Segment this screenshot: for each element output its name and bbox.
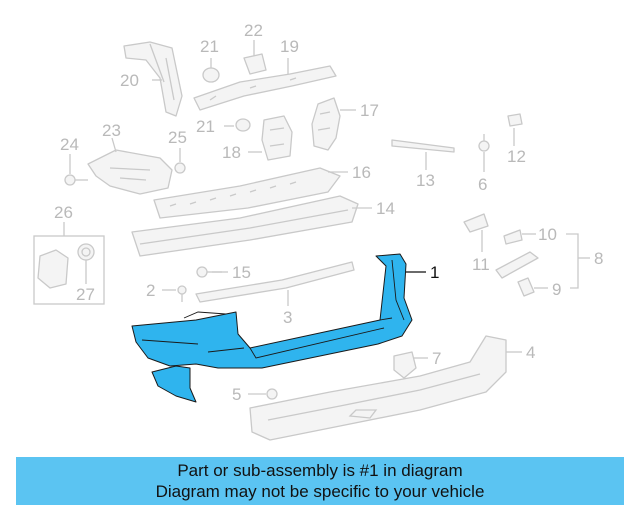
callout-2: 2 xyxy=(146,281,155,300)
callout-5: 5 xyxy=(232,385,241,404)
callout-23: 23 xyxy=(102,121,121,140)
part-16-absorber xyxy=(153,167,341,219)
bracket-8 xyxy=(566,233,590,289)
callout-18: 18 xyxy=(222,143,241,162)
callout-13: 13 xyxy=(416,171,435,190)
part-7-bracket xyxy=(393,351,417,379)
part-13-molding xyxy=(391,139,455,153)
parts-diagram: 20 21 22 19 17 21 18 23 24 xyxy=(33,21,603,441)
callout-10: 10 xyxy=(538,225,557,244)
callout-9: 9 xyxy=(552,280,561,299)
part-3-trim-strip xyxy=(195,261,355,303)
part-12-clip xyxy=(507,113,523,127)
callout-12: 12 xyxy=(507,147,526,166)
part-21-clip-mid xyxy=(235,118,251,132)
callout-14: 14 xyxy=(376,199,395,218)
part-26-sensor-box xyxy=(33,235,105,305)
part-6-stud xyxy=(478,134,490,152)
callout-16: 16 xyxy=(352,163,371,182)
part-21-clip-top xyxy=(202,67,220,83)
part-20-bracket xyxy=(123,41,183,117)
part-14-beam xyxy=(131,195,359,257)
part-25-clip xyxy=(174,162,186,174)
part-23-bracket xyxy=(87,149,173,195)
callout-27: 27 xyxy=(76,285,95,304)
part-1-bumper-cover[interactable] xyxy=(131,253,413,403)
footer-line-2: Diagram may not be specific to your vehi… xyxy=(155,482,485,501)
part-22-retainer xyxy=(243,53,267,75)
callout-21-mid: 21 xyxy=(196,117,215,136)
part-10-bracket xyxy=(503,229,523,245)
part-9-clip xyxy=(517,277,535,297)
part-4-lower-valance xyxy=(249,335,507,441)
callout-7: 7 xyxy=(432,349,441,368)
part-5-bolt xyxy=(266,388,278,400)
footer-banner: Part or sub-assembly is #1 in diagram Di… xyxy=(16,457,624,505)
callout-25: 25 xyxy=(168,128,187,147)
part-19-strip xyxy=(193,65,337,111)
callout-15: 15 xyxy=(232,263,251,282)
part-8-reflector xyxy=(495,251,539,279)
callout-3: 3 xyxy=(283,308,292,327)
part-2-screw xyxy=(177,285,187,302)
callout-11: 11 xyxy=(472,255,490,274)
callout-8: 8 xyxy=(594,249,603,268)
leader-23 xyxy=(111,137,117,153)
callout-4: 4 xyxy=(526,343,535,362)
callout-24: 24 xyxy=(60,135,79,154)
callout-6: 6 xyxy=(478,175,487,194)
callout-20: 20 xyxy=(120,71,139,90)
part-18-bracket xyxy=(261,115,293,161)
footer-line-1: Part or sub-assembly is #1 in diagram xyxy=(177,461,463,480)
part-11-bracket xyxy=(463,213,489,233)
part-17-bracket xyxy=(311,97,341,151)
part-24-bolt xyxy=(64,174,88,186)
callout-17: 17 xyxy=(360,101,379,120)
callout-22: 22 xyxy=(244,21,263,40)
callout-1: 1 xyxy=(430,263,439,282)
callout-21-top: 21 xyxy=(200,37,219,56)
callout-19: 19 xyxy=(280,37,299,56)
callout-26: 26 xyxy=(54,203,73,222)
